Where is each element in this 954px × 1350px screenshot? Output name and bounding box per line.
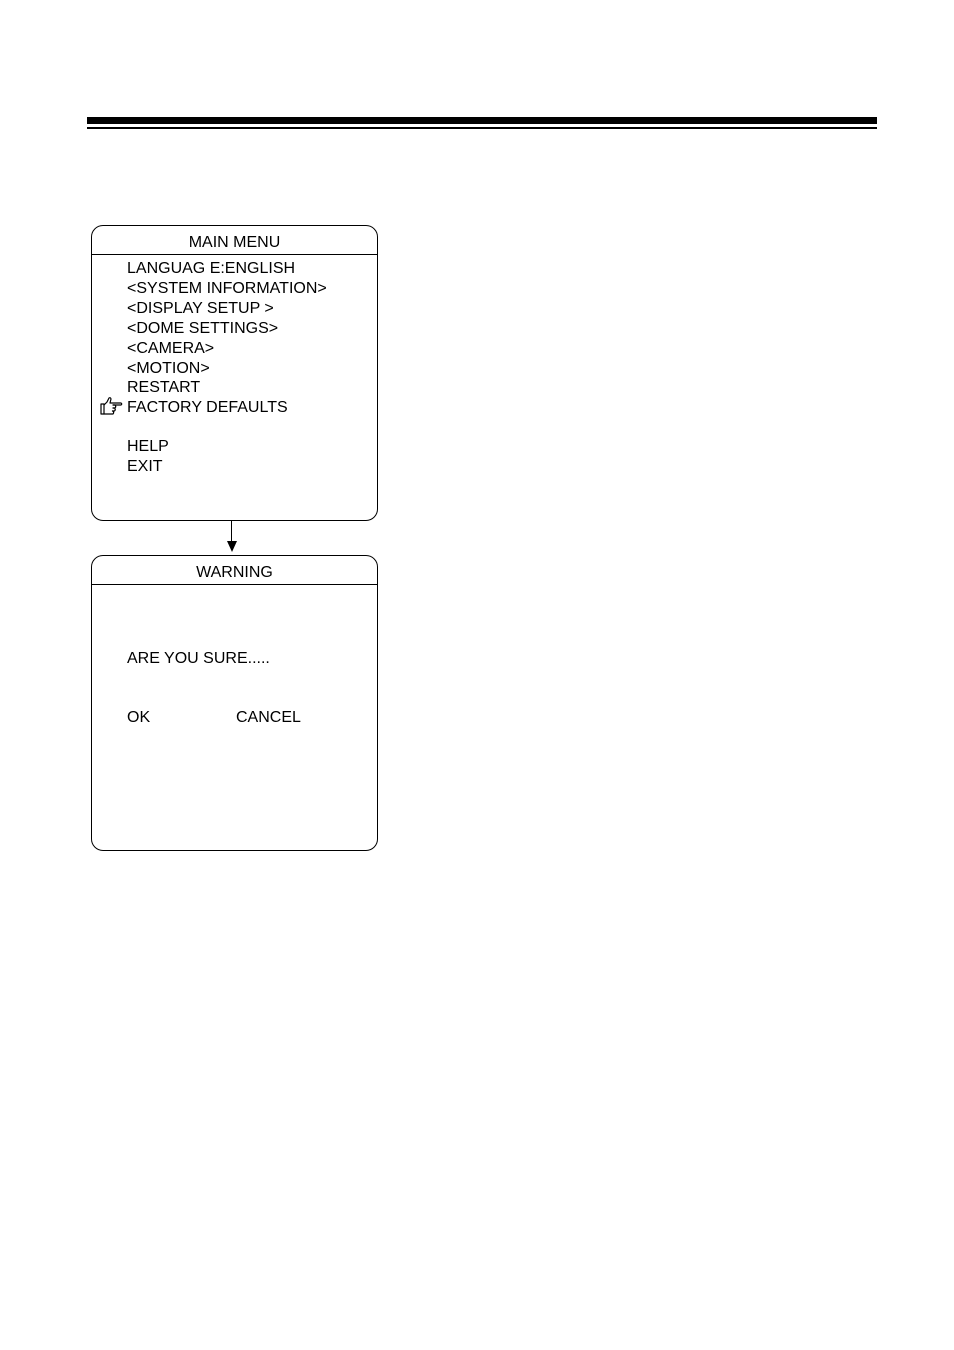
warning-title: WARNING xyxy=(92,556,377,585)
menu-item-help[interactable]: HELP xyxy=(127,437,169,457)
header-rule-thin xyxy=(87,127,877,129)
ok-button[interactable]: OK xyxy=(127,708,150,728)
main-menu-panel: MAIN MENU LANGUAG E:ENGLISH <SYSTEM INFO… xyxy=(91,225,378,521)
pointing-hand-icon xyxy=(98,396,124,416)
menu-item-exit[interactable]: EXIT xyxy=(127,457,163,477)
menu-item-factory-defaults[interactable]: FACTORY DEFAULTS xyxy=(127,398,288,418)
warning-panel: WARNING ARE YOU SURE..... OK CANCEL xyxy=(91,555,378,851)
menu-item-dome-settings[interactable]: <DOME SETTINGS> xyxy=(127,319,278,339)
cancel-button[interactable]: CANCEL xyxy=(236,708,301,728)
menu-item-language[interactable]: LANGUAG E:ENGLISH xyxy=(127,259,295,279)
menu-item-restart[interactable]: RESTART xyxy=(127,378,200,398)
flow-arrow-line xyxy=(231,521,232,543)
warning-message: ARE YOU SURE..... xyxy=(127,649,270,669)
menu-item-system-information[interactable]: <SYSTEM INFORMATION> xyxy=(127,279,327,299)
menu-item-motion[interactable]: <MOTION> xyxy=(127,359,210,379)
header-rule-thick xyxy=(87,117,877,124)
menu-item-display-setup[interactable]: <DISPLAY SETUP > xyxy=(127,299,274,319)
main-menu-title: MAIN MENU xyxy=(92,226,377,255)
menu-item-camera[interactable]: <CAMERA> xyxy=(127,339,214,359)
arrow-down-icon xyxy=(227,541,237,552)
